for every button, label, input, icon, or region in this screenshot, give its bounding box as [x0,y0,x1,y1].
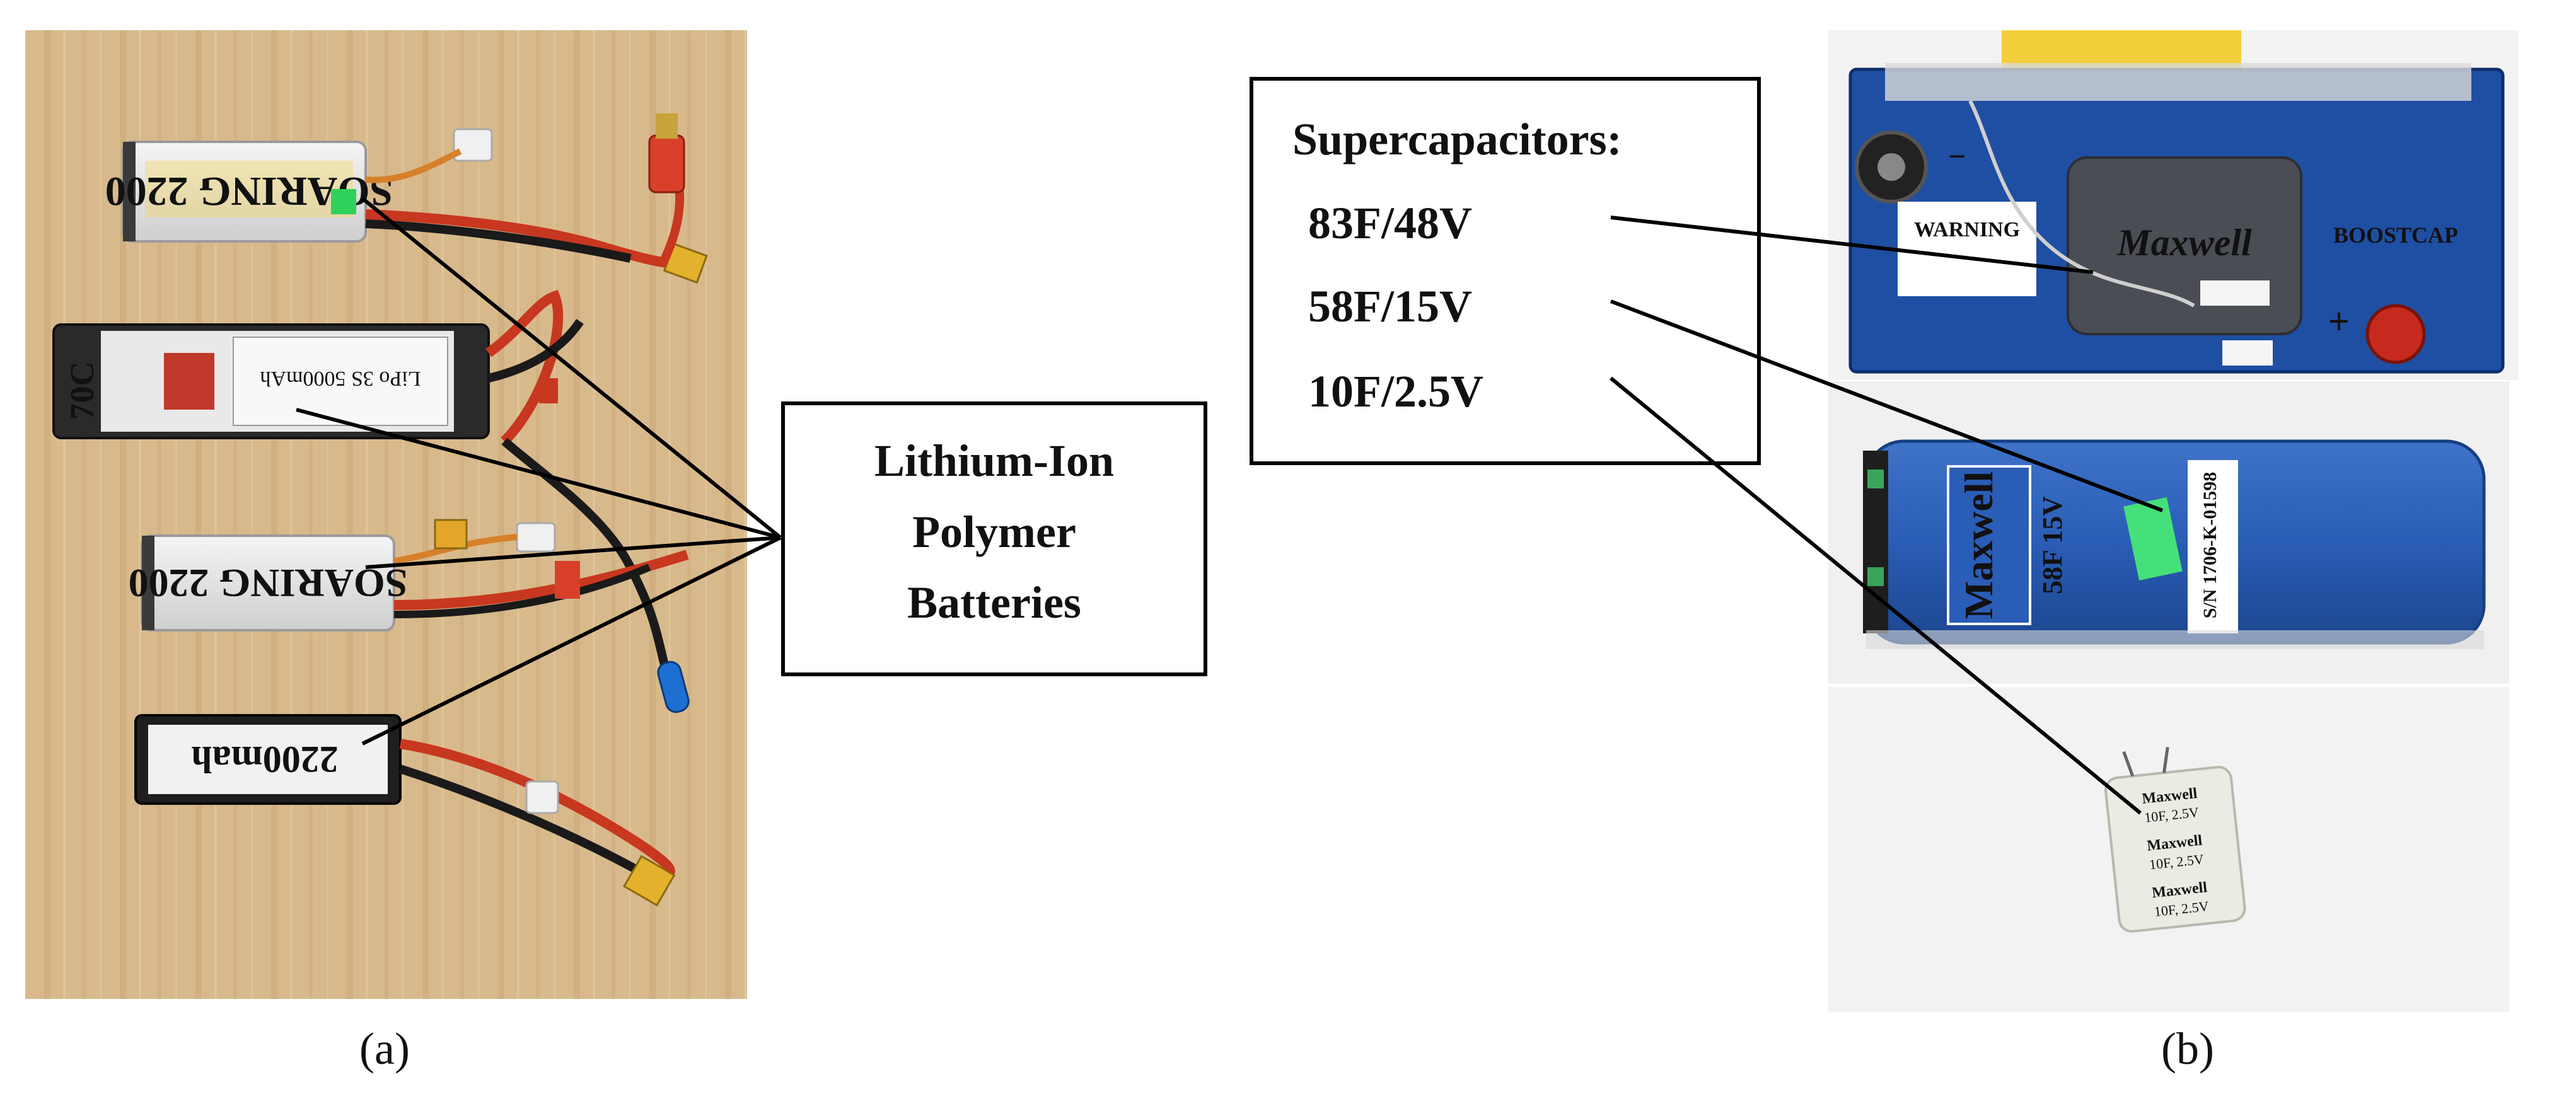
battery-70c-handwriting: LiPo 3S 5000mAh [260,367,421,390]
supercap-title: Supercapacitors: [1292,114,1622,164]
battery-soaring-middle: SOARING 2200 [129,519,689,632]
caption-b: (b) [2161,1024,2214,1074]
module-58f-brand: Maxwell [1956,471,2001,620]
battery-2200mah-label: 2200mah [191,739,338,780]
battery-70c-label: 70C [63,362,101,420]
panel-b-leader-lines [1610,216,2164,815]
supercap-item-58f: 58F/15V [1308,281,1472,332]
panel-a-photo: SOARING 2200 LiPo 3S 5000mAh 70C [25,30,747,999]
module-83f-plus: + [2328,301,2350,342]
panel-a-leader-lines [296,197,782,746]
supercap-item-83f: 83F/48V [1308,198,1472,248]
battery-2200mah-bottom: 2200mah [134,714,676,907]
module-83f-product: BOOSTCAP [2333,222,2458,248]
module-83f-warning: WARNING [1914,218,2020,241]
lithium-ion-callout: Lithium-Ion Polymer Batteries [781,401,1207,676]
battery-70c-5000mah: LiPo 3S 5000mAh 70C [52,290,690,713]
module-83f-photo: − Maxwell WARNING BOOSTCAP + [1828,30,2519,380]
module-83f-brand: Maxwell [2116,222,2252,263]
supercapacitors-callout: Supercapacitors: 83F/48V 58F/15V 10F/2.5… [1250,77,1761,465]
module-83f-minus: − [1948,139,1966,174]
module-58f-photo: Maxwell 58F 15V S/N 1706-K-01598 [1828,381,2509,684]
module-58f-rating: 58F 15V [2037,496,2068,594]
module-58f-serial: S/N 1706-K-01598 [2200,472,2220,619]
caption-a: (a) [359,1024,410,1074]
battery-soaring-middle-label: SOARING 2200 [129,561,408,606]
supercap-item-10f: 10F/2.5V [1308,366,1483,417]
cells-10f-photo: Maxwell 10F, 2.5V Maxwell 10F, 2.5V Maxw… [1828,687,2509,1012]
callout-line-3: Batteries [907,577,1081,628]
callout-line-1: Lithium-Ion [874,436,1114,486]
callout-line-2: Polymer [912,507,1076,557]
